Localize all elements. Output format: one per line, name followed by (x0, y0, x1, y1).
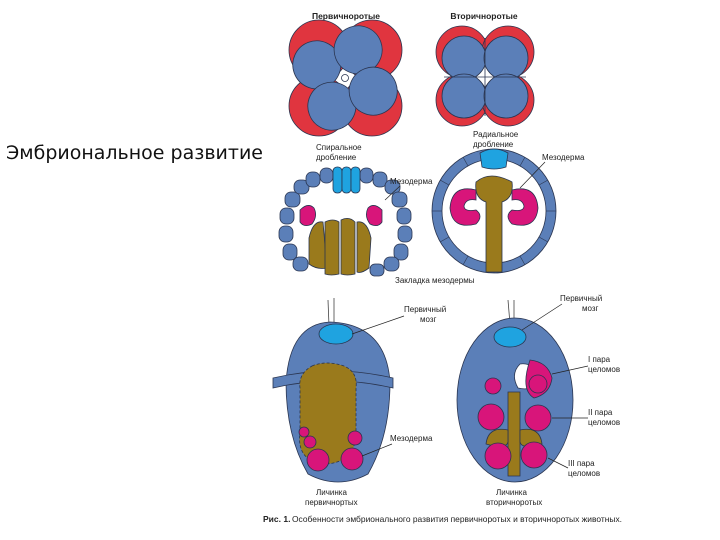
spiral-label-line1: Спиральное (316, 143, 362, 152)
coelom-3-label-line2: целомов (568, 469, 600, 478)
brain-label-left-line2: мозг (420, 315, 437, 324)
coelom-2-label-line2: целомов (588, 418, 620, 427)
radial-label-line2: дробление (473, 140, 514, 149)
spiral-label-line2: дробление (316, 153, 357, 162)
deuterostome-larva (456, 299, 574, 483)
coelom-1-label-line1: I пара (588, 355, 611, 364)
mesoderm-label-larva: Мезодерма (390, 434, 433, 443)
radial-cleavage-embryo (435, 25, 535, 127)
mesoderm-label-left: Мезодерма (390, 177, 433, 186)
header-protostomes: Первичноротые (312, 11, 380, 21)
larva-left-label-line1: Личинка (316, 488, 347, 497)
mesoderm-formation-label: Закладка мезодермы (395, 276, 475, 285)
brain-label-right-line1: Первичный (560, 294, 602, 303)
protostome-larva (272, 298, 394, 483)
brain-label-right-line2: мозг (582, 304, 599, 313)
header-deuterostomes: Вторичноротые (450, 11, 518, 21)
mesoderm-label-right: Мезодерма (542, 153, 585, 162)
larva-right-label-line1: Личинка (496, 488, 527, 497)
radial-label-line1: Радиальное (473, 130, 519, 139)
slide-title: Эмбриональное развитие (6, 142, 263, 164)
larva-right-label-line2: вторичноротых (486, 498, 542, 507)
caption-text: Особенности эмбрионального развития перв… (292, 514, 622, 524)
spiral-cleavage-embryo (288, 19, 403, 137)
coelom-2-label-line1: II пара (588, 408, 613, 417)
coelom-1-label-line2: целомов (588, 365, 620, 374)
coelom-3-label-line1: III пара (568, 459, 595, 468)
deuterostome-mesoderm-embryo (431, 148, 557, 274)
larva-left-label-line2: первичнортых (305, 498, 358, 507)
caption-label: Рис. 1. (263, 514, 290, 524)
protostome-mesoderm-embryo (278, 164, 413, 280)
brain-label-left-line1: Первичный (404, 305, 446, 314)
